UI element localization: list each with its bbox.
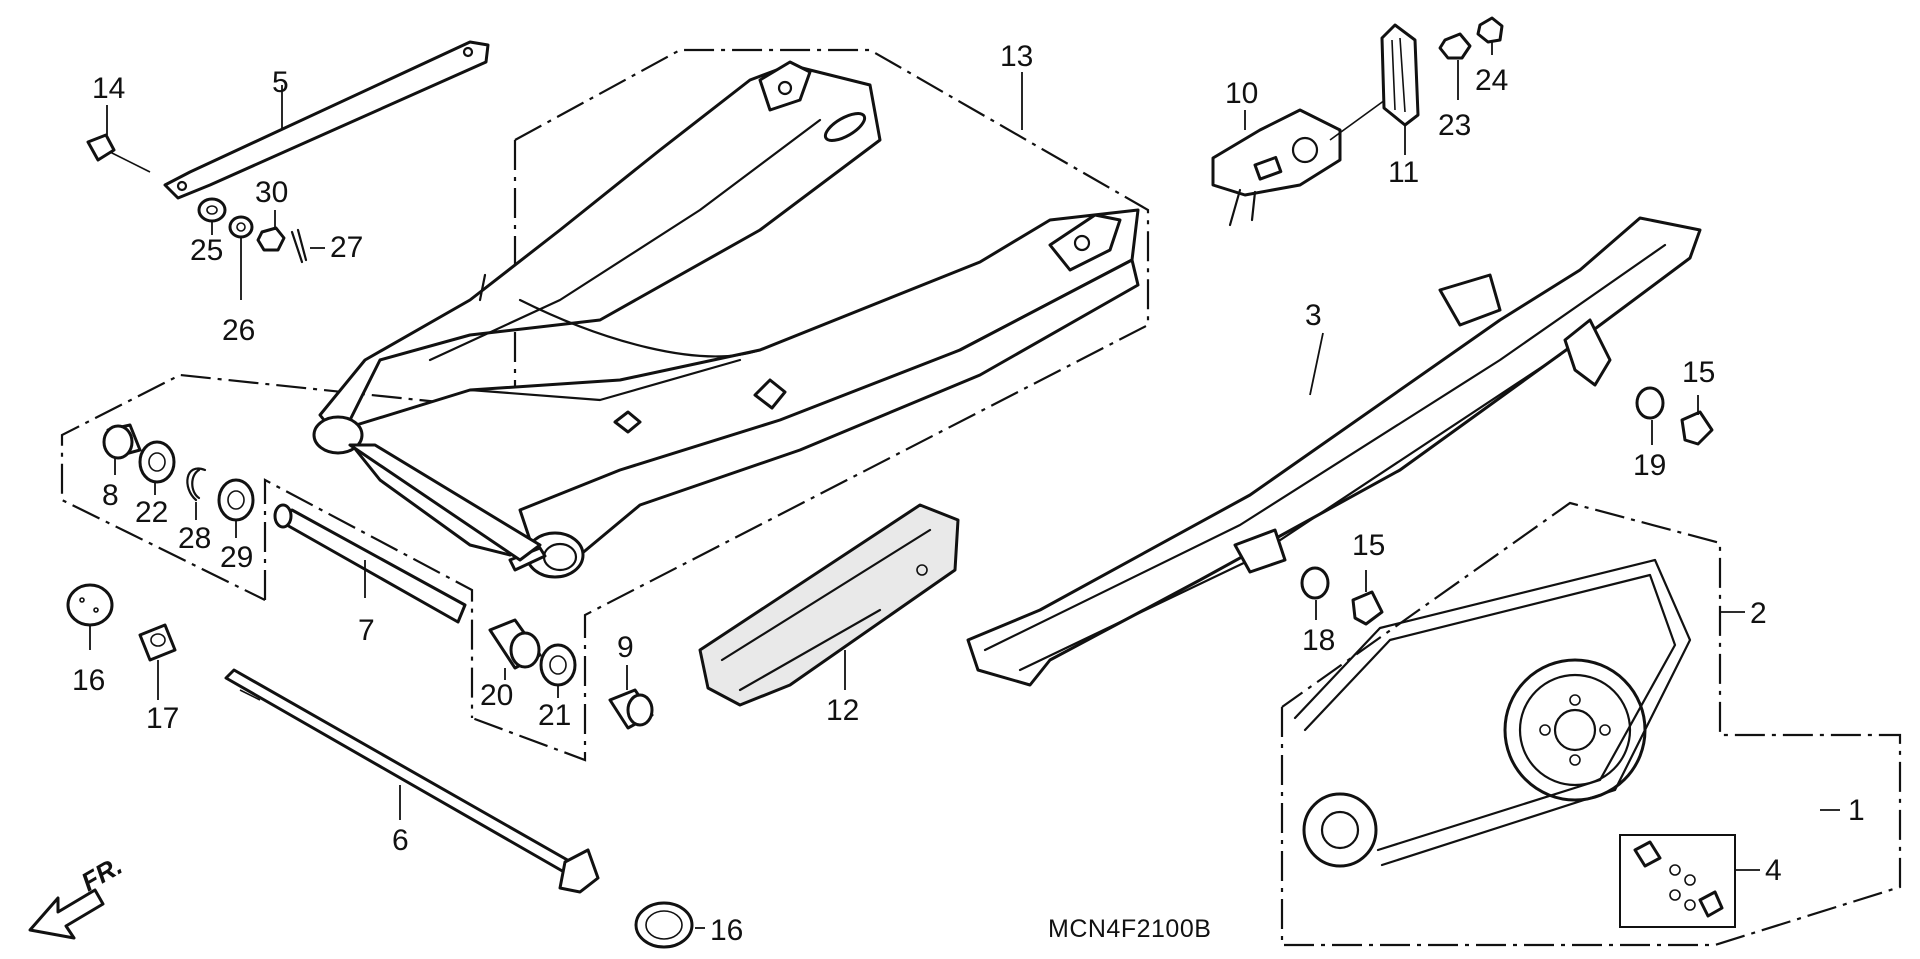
label-24: 24 (1475, 64, 1508, 97)
label-22: 22 (135, 496, 168, 529)
nut-30 (256, 226, 286, 252)
nut-23 (1438, 32, 1472, 60)
label-3: 3 (1305, 299, 1322, 332)
chain-link-4 (1619, 834, 1736, 928)
label-27: 27 (330, 231, 363, 264)
direction-indicator: FR. (28, 850, 127, 940)
label-1: 1 (1848, 794, 1865, 827)
collar-9 (608, 688, 654, 730)
label-15b: 15 (1352, 529, 1385, 562)
chain-case-3 (966, 216, 1702, 687)
label-25: 25 (190, 234, 223, 267)
bolt-15b (1351, 590, 1384, 626)
label-18: 18 (1302, 624, 1335, 657)
label-28: 28 (178, 522, 211, 555)
cap-16b (634, 901, 694, 949)
driven-sprocket-2 (1503, 658, 1647, 802)
label-30: 30 (255, 176, 288, 209)
swingarm (312, 60, 1140, 579)
collar-8 (102, 423, 142, 460)
washer-25 (197, 197, 227, 223)
label-5: 5 (272, 66, 289, 99)
part-number-labels: 13 14 5 30 27 25 26 10 11 23 24 3 15 19 … (72, 40, 1865, 947)
label-16a: 16 (72, 664, 105, 697)
label-23: 23 (1438, 109, 1471, 142)
label-11: 11 (1388, 156, 1419, 189)
grommet-19 (1635, 386, 1665, 420)
bearing-29 (217, 478, 255, 522)
label-8: 8 (102, 479, 119, 512)
label-7: 7 (358, 614, 375, 647)
snap-ring-28 (186, 467, 207, 502)
label-12: 12 (826, 694, 859, 727)
label-17: 17 (146, 702, 179, 735)
swingarm-group-outline-right (471, 48, 1150, 762)
bolt-15a (1680, 410, 1714, 446)
chain-adjuster-10 (1211, 99, 1386, 227)
collar-17 (138, 623, 177, 662)
torque-rod (163, 40, 490, 200)
arrow-front-icon (28, 888, 105, 940)
label-13: 13 (1000, 40, 1033, 73)
label-26: 26 (222, 314, 255, 347)
pivot-group-outline (263, 478, 474, 718)
bolt-14 (86, 133, 151, 173)
adjuster-plate-11 (1380, 23, 1420, 127)
washer-26 (228, 215, 254, 239)
front-label: FR. (76, 850, 127, 897)
swingarm-group-outline (60, 140, 517, 601)
label-21: 21 (538, 699, 571, 732)
label-14: 14 (92, 72, 125, 105)
chain-slider-12 (698, 503, 960, 707)
label-6: 6 (392, 824, 409, 857)
label-19: 19 (1633, 449, 1666, 482)
drive-chain-group-outline (1280, 501, 1902, 947)
pivot-bolt-6 (224, 668, 600, 894)
drive-chain-1 (1293, 558, 1692, 867)
label-20: 20 (480, 679, 513, 712)
drive-sprocket (1302, 792, 1378, 868)
label-4: 4 (1765, 854, 1782, 887)
cotter-pin-27 (290, 228, 308, 264)
label-15a: 15 (1682, 356, 1715, 389)
leader-lines (89, 42, 1840, 929)
label-2: 2 (1750, 597, 1767, 630)
bearing-22 (138, 440, 176, 484)
label-10: 10 (1225, 77, 1258, 110)
nut-24 (1476, 16, 1504, 44)
pivot-collar-7 (273, 503, 467, 624)
label-16b: 16 (710, 914, 743, 947)
label-29: 29 (220, 541, 253, 574)
group-outlines (60, 48, 1902, 947)
bearing-21 (539, 643, 577, 687)
label-9: 9 (617, 631, 634, 664)
diagram-code: MCN4F2100B (1048, 915, 1211, 943)
collar-20 (488, 618, 542, 670)
cap-16a (66, 583, 114, 627)
grommet-18 (1300, 566, 1330, 600)
